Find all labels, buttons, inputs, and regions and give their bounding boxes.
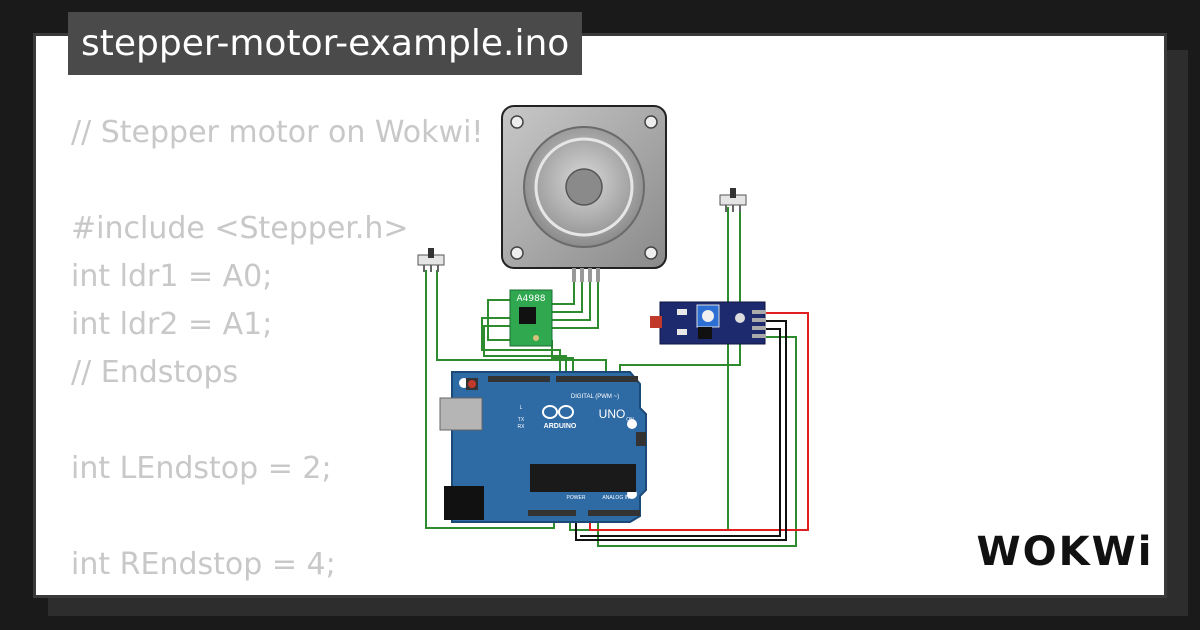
code-preview: // Stepper motor on Wokwi! #include <Ste… (71, 109, 590, 595)
wires-power (575, 312, 809, 541)
analog-label: ANALOG IN (602, 495, 630, 501)
arduino-uno: DIGITAL (PWM ~) ARDUINO UNO POWER ANALOG… (439, 371, 647, 523)
code-line: int ldr2 = A1; (71, 307, 273, 342)
code-line: // Stepper motor on Wokwi! (71, 115, 484, 150)
project-title: stepper-motor-example.ino (68, 12, 583, 75)
arduino-logo-icon (542, 405, 574, 419)
arduino-model: UNO (599, 407, 626, 421)
digital-label: DIGITAL (PWM ~) (571, 394, 619, 400)
arduino-brand: ARDUINO (544, 423, 577, 430)
wokwi-logo: WOKWi (977, 529, 1154, 575)
on-label: ON (626, 417, 634, 423)
code-line: // Endstops (71, 355, 239, 390)
endstop-right (719, 188, 747, 212)
logo-text: WOKWi (977, 529, 1154, 575)
stepper-motor (501, 105, 667, 282)
code-line: int LEndstop = 2; (71, 451, 332, 486)
tx-label: TX (518, 417, 525, 423)
endstop-left (417, 248, 445, 272)
code-line: #include <Stepper.h> (71, 211, 409, 246)
code-line: int REndstop = 4; (71, 547, 336, 582)
a4988-driver: A4988 (509, 289, 553, 347)
code-line: int ldr1 = A0; (71, 259, 273, 294)
ldr-sensor-module (650, 301, 766, 345)
power-label: POWER (567, 495, 586, 501)
l-label: L (520, 405, 523, 411)
driver-label: A4988 (516, 294, 545, 304)
rx-label: RX (518, 424, 526, 430)
